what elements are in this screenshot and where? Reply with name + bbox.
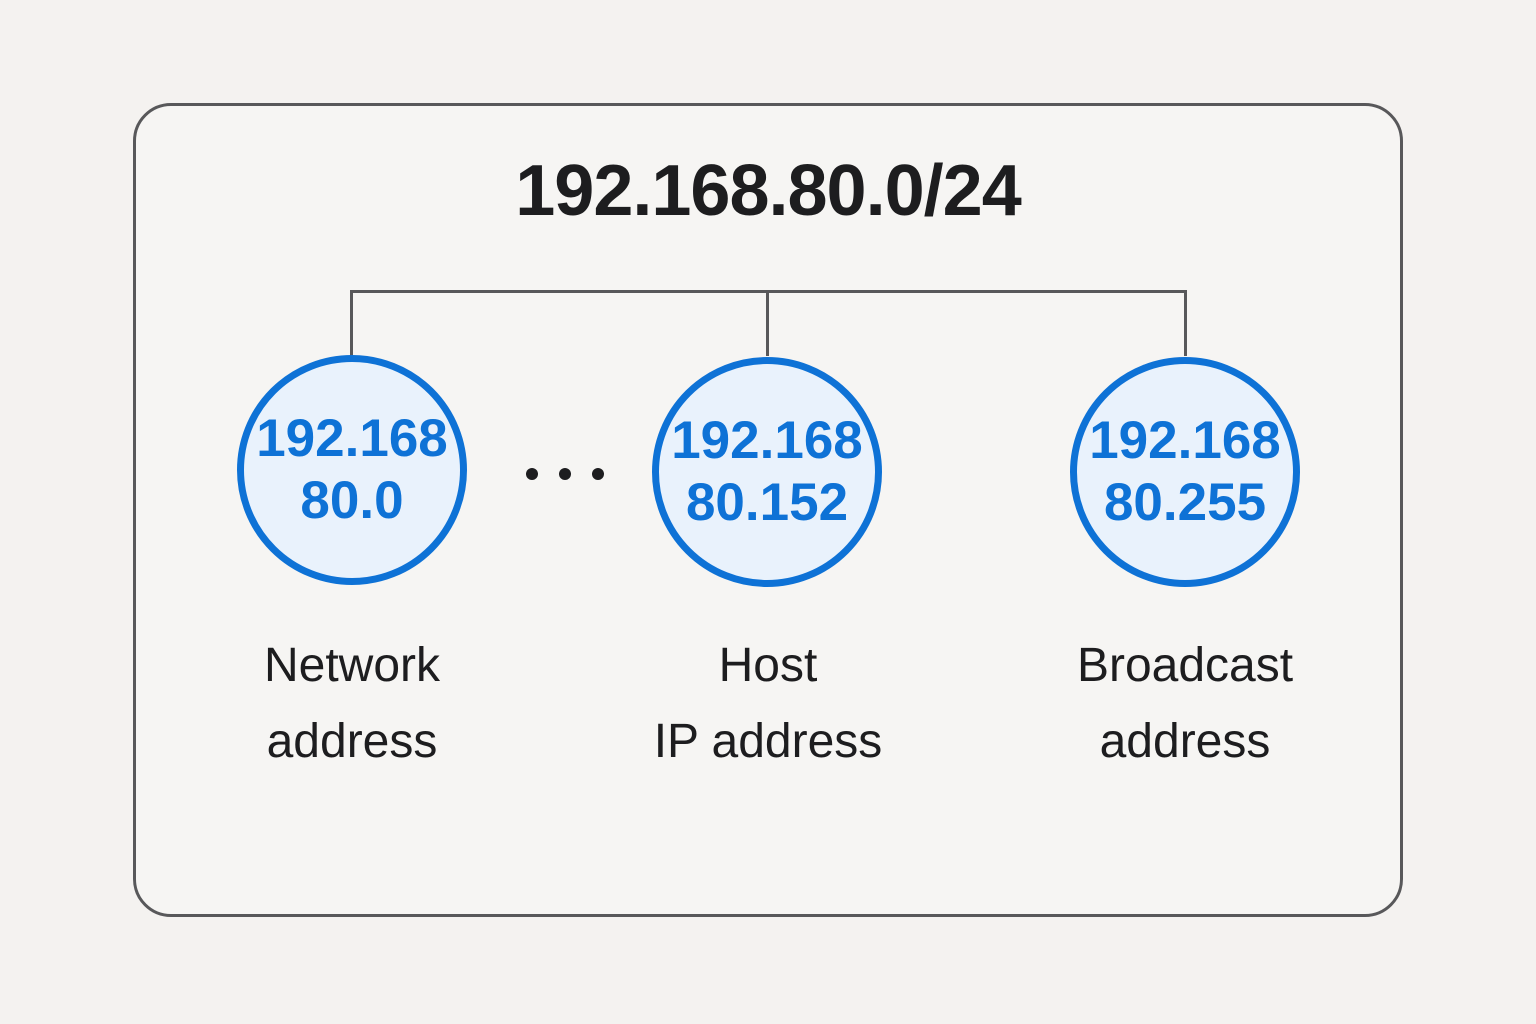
host-ip-address-node: 192.168 80.152: [652, 357, 882, 587]
host-ip-address-label-line1: Host: [718, 639, 818, 692]
broadcast-address-ip-line2: 80.255: [1103, 473, 1267, 532]
ellipsis-dot: [559, 468, 571, 480]
ellipsis-dot: [592, 468, 604, 480]
network-address-node: 192.168 80.0: [237, 355, 467, 585]
host-ip-address-label-line2: IP address: [653, 714, 883, 768]
broadcast-address-label-line2: address: [1099, 714, 1271, 768]
broadcast-address-label: Broadcast address: [975, 628, 1395, 780]
host-ip-address-ip-line1: 192.168: [671, 411, 863, 470]
broadcast-address-ip-line1: 192.168: [1089, 411, 1281, 470]
network-address-ip-line1: 192.168: [256, 409, 448, 468]
network-address-label-line2: address: [266, 714, 438, 768]
subnet-title: 192.168.80.0/24: [515, 151, 1022, 231]
network-address-label-line1: Network: [263, 639, 441, 692]
bracket-drop-broadcast: [1184, 290, 1187, 356]
network-address-ip-line2: 80.0: [300, 471, 404, 530]
broadcast-address-node: 192.168 80.255: [1070, 357, 1300, 587]
broadcast-address-label-line1: Broadcast: [1076, 639, 1294, 692]
host-ip-address-ip-line2: 80.152: [685, 473, 849, 532]
bracket-drop-host: [766, 290, 769, 356]
ellipsis-dots: [526, 468, 604, 480]
ellipsis-dot: [526, 468, 538, 480]
host-ip-address-label: Host IP address: [558, 628, 978, 780]
network-address-label: Network address: [142, 628, 562, 780]
bracket-drop-network: [350, 290, 353, 356]
